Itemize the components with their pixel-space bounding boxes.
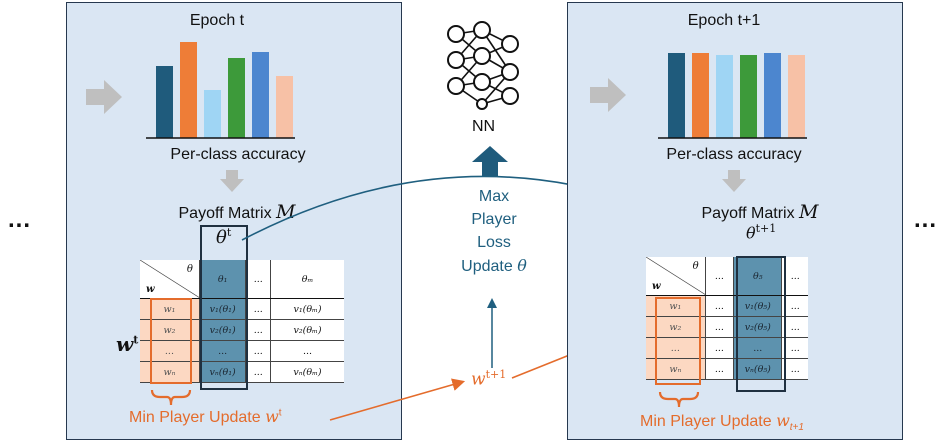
accuracy-bar (204, 90, 221, 138)
left-theta-t: θt (216, 226, 232, 248)
left-brace (150, 389, 192, 406)
ellipsis-left: ... (8, 206, 32, 233)
table-cell: v₂(θ₅) (733, 316, 783, 338)
table-cell: vₙ(θ₁) (199, 361, 247, 383)
table-row-label: w₂ (140, 319, 200, 341)
left-min-player-update-label: Min Player Update wt (129, 407, 282, 426)
right-per-class-accuracy-label: Per-class accuracy (666, 146, 802, 163)
table-header-cell: ... (781, 257, 808, 296)
right-gray-down-arrow (722, 170, 746, 192)
table-row-label: w₂ (646, 316, 706, 338)
accuracy-bar (692, 53, 709, 138)
left-bar-chart (146, 42, 295, 139)
teal-up-arrow (487, 298, 497, 368)
table-corner-cell: θ w (646, 257, 706, 296)
accuracy-bar (156, 66, 173, 138)
table-header-cell: ... (705, 257, 735, 296)
table-cell: v₁(θ₅) (733, 295, 783, 317)
left-per-class-accuracy-label: Per-class accuracy (170, 146, 306, 163)
right-theta-t-plus-1: θt+1 (746, 222, 777, 243)
table-cell: ... (705, 316, 735, 338)
table-cell: vₙ(θ₅) (733, 358, 783, 380)
left-w-column-highlight (150, 298, 192, 384)
right-theta-column-highlight (736, 256, 786, 392)
table-row-label: wₙ (646, 358, 706, 380)
left-theta-column-highlight (200, 225, 248, 390)
table-cell: v₂(θₘ) (270, 319, 344, 341)
table-row-label: ... (140, 340, 200, 362)
table-cell: v₂(θ₁) (199, 319, 247, 341)
right-bar-chart (658, 53, 807, 139)
table-cell: ... (781, 337, 808, 359)
left-w-t-label: wt (116, 332, 139, 356)
right-brace (658, 391, 700, 408)
right-w-column-highlight (655, 297, 701, 385)
table-cell: ... (781, 295, 808, 317)
table-cell: ... (705, 358, 735, 380)
accuracy-bar (252, 52, 269, 138)
table-cell: ... (245, 361, 272, 383)
table-cell: ... (705, 337, 735, 359)
right-payoff-matrix-label: Payoff Matrix M (701, 201, 819, 223)
table-cell: ... (781, 358, 808, 380)
left-gray-down-arrow (220, 170, 244, 192)
table-cell: ... (270, 340, 344, 362)
accuracy-bar (716, 55, 733, 138)
table-row-label: ... (646, 337, 706, 359)
epoch-t-title: Epoch t (189, 12, 245, 29)
table-cell: ... (733, 337, 783, 359)
table-cell: ... (199, 340, 247, 362)
table-cell: ... (245, 340, 272, 362)
table-cell: ... (245, 298, 272, 320)
accuracy-bar (180, 42, 197, 138)
table-header-cell: θₘ (270, 260, 344, 299)
table-cell: ... (781, 316, 808, 338)
neural-network-icon (447, 21, 519, 110)
accuracy-bar (668, 53, 685, 138)
accuracy-bar (764, 53, 781, 138)
table-header-cell: ... (245, 260, 272, 299)
left-payoff-table: θ w θ₁ ... θₘ w₁ v₁(θ₁) ... v₁(θₘ) w₂ v₂… (140, 260, 344, 383)
table-cell: v₁(θₘ) (270, 298, 344, 320)
accuracy-bar (740, 55, 757, 138)
right-payoff-table: θ w ... θ₅ ... w₁ ... v₁(θ₅) ... w₂ ... … (646, 257, 808, 380)
left-gray-right-arrow (86, 80, 122, 114)
accuracy-bar (276, 76, 293, 138)
table-row-label: w₁ (140, 298, 200, 320)
right-gray-right-arrow (590, 78, 626, 112)
right-min-player-update-label: Min Player Update wt+1 (640, 411, 804, 434)
table-row-label: wₙ (140, 361, 200, 383)
table-cell: vₙ(θₘ) (270, 361, 344, 383)
table-cell: v₁(θ₁) (199, 298, 247, 320)
up-arrow-to-nn (472, 146, 508, 176)
table-cell: ... (245, 319, 272, 341)
table-corner-cell: θ w (140, 260, 200, 299)
min-to-w-arrow (329, 378, 466, 421)
w-t-plus-1-label: wt+1 (471, 368, 507, 390)
table-cell: ... (705, 295, 735, 317)
table-row-label: w₁ (646, 295, 706, 317)
epoch-t-plus-1-title: Epoch t+1 (687, 12, 761, 29)
nn-label: NN (472, 118, 496, 135)
table-header-cell: θ₁ (199, 260, 247, 299)
accuracy-bar (788, 55, 805, 138)
accuracy-bar (228, 58, 245, 138)
ellipsis-right: ... (914, 206, 938, 233)
table-header-cell: θ₅ (733, 257, 783, 296)
max-player-loss-update-label: Max Player Loss Update θ (461, 188, 527, 275)
